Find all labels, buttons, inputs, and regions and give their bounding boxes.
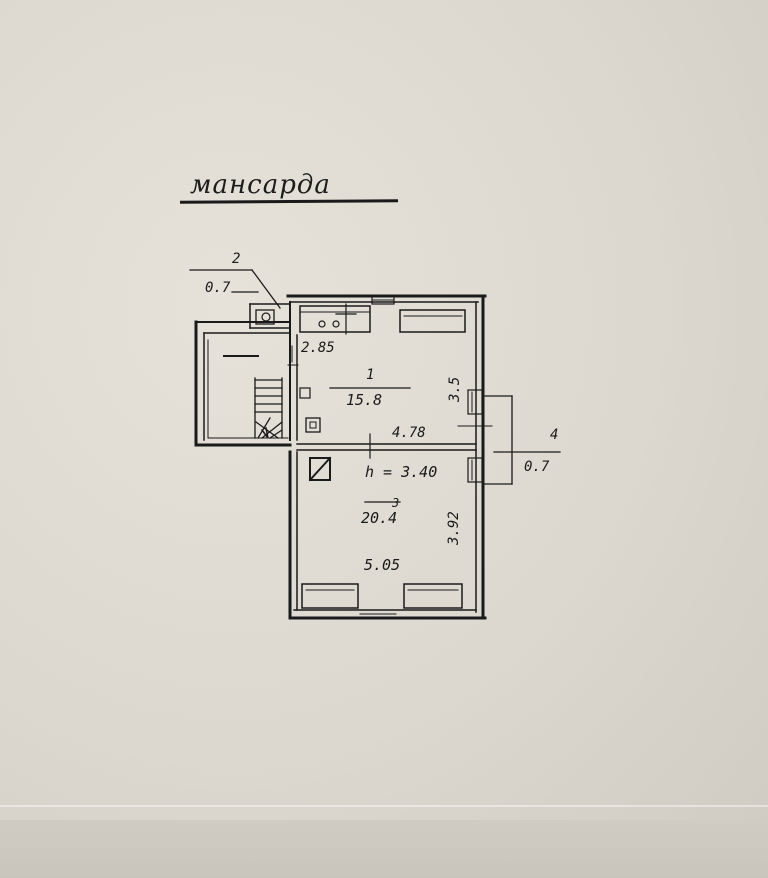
room-4-balcony xyxy=(484,395,561,485)
room-2-number: 2 xyxy=(232,251,241,267)
room-3-area: 20.4 xyxy=(361,509,398,527)
dim-room1-side: 3.5 xyxy=(447,376,463,402)
partition-wall xyxy=(287,345,477,459)
dimension-lines xyxy=(329,387,493,503)
stair-annex xyxy=(194,320,292,447)
windows xyxy=(301,309,483,615)
room-2-wc xyxy=(189,269,291,329)
room-2-area: 0.7 xyxy=(205,280,231,296)
room-1-number: 1 xyxy=(366,367,375,383)
dim-room1-top: 2.85 xyxy=(301,340,335,356)
dim-room3-bottom: 5.05 xyxy=(364,556,401,574)
dim-room3-side: 3.92 xyxy=(446,511,462,545)
vents xyxy=(299,387,332,482)
plan-title: мансарда xyxy=(190,170,331,200)
room-4-area: 0.7 xyxy=(524,459,550,475)
paper-fold xyxy=(0,805,768,807)
room-4-number: 4 xyxy=(550,427,559,443)
room-3-number: 3 xyxy=(392,496,400,510)
kitchen-fixtures xyxy=(299,295,395,335)
dim-room1-bottom: 4.78 xyxy=(392,425,426,441)
paper-edge xyxy=(0,820,768,878)
room-1-area: 15.8 xyxy=(346,391,383,409)
dim-height: h = 3.40 xyxy=(365,463,438,481)
